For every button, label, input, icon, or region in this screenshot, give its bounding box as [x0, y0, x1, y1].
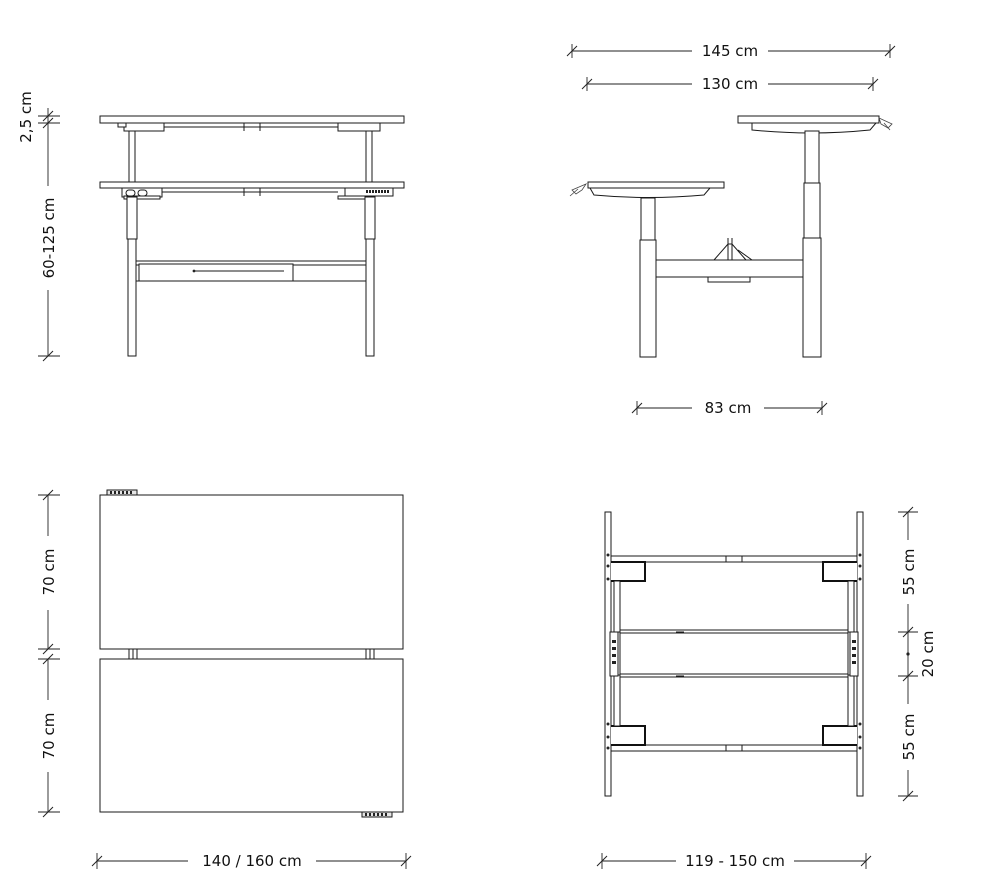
leg-bracket-top-right — [822, 561, 857, 582]
leg-bracket-bottom-left — [611, 725, 646, 746]
desk-width-label: 140 / 160 cm — [202, 852, 301, 870]
height-range-label: 60-125 cm — [40, 198, 58, 279]
low-desktop — [587, 181, 725, 189]
desk-top-upper — [99, 494, 404, 650]
upper-leg-right — [365, 130, 373, 184]
side-elevation: 145 cm 130 cm 83 cm — [566, 42, 896, 417]
segment-top-label: 55 cm — [900, 549, 918, 596]
leg-bracket-bottom-right — [822, 725, 857, 746]
top-plan-view: 70 cm 70 cm 140 / 160 cm — [38, 489, 412, 870]
upper-mount-right — [337, 122, 381, 132]
frame-plan-view: 55 cm 20 cm 55 cm 119 - 150 cm — [596, 506, 937, 870]
cable-tray — [138, 263, 294, 282]
upper-leg-left — [128, 130, 136, 184]
desk-depth-upper-label: 70 cm — [40, 549, 58, 596]
high-desktop — [737, 115, 880, 124]
overall-width-label: 145 cm — [702, 42, 758, 60]
top-thickness-label: 2,5 cm — [17, 91, 35, 142]
frame-width-label: 83 cm — [705, 399, 752, 417]
upper-desktop — [99, 115, 405, 124]
frame-length-label: 119 - 150 cm — [685, 852, 785, 870]
desk-top-lower — [99, 658, 404, 813]
lower-desktop — [99, 181, 405, 189]
front-elevation: 2,5 cm 60-125 cm — [17, 91, 405, 362]
top-width-label: 130 cm — [702, 75, 758, 93]
segment-bottom-label: 55 cm — [900, 714, 918, 761]
desk-depth-lower-label: 70 cm — [40, 713, 58, 760]
segment-middle-label: 20 cm — [919, 631, 937, 678]
frame-crossbar — [655, 259, 804, 278]
leg-bracket-top-left — [611, 561, 646, 582]
upper-mount-left — [123, 122, 165, 132]
